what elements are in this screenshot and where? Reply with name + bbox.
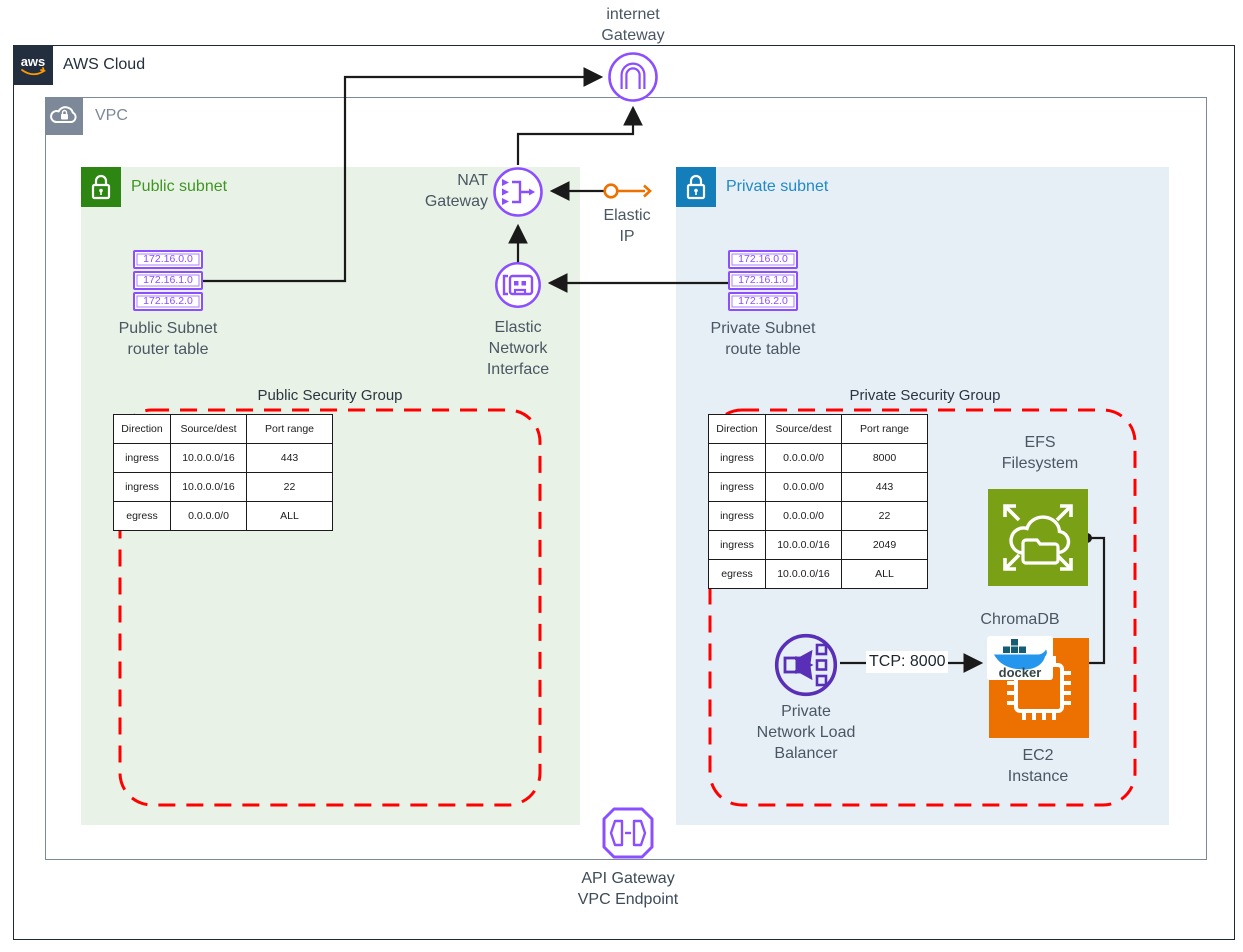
sg-rule-cell: ALL — [841, 559, 928, 589]
elastic-network-interface-label: Elastic Network Interface — [486, 319, 550, 378]
sg-rule-cell: 10.0.0.0/16 — [170, 472, 247, 502]
route-entry: 172.16.2.0 — [728, 292, 798, 311]
sg-col-header: Source/dest — [765, 414, 842, 444]
sg-rule-cell: egress — [113, 501, 171, 531]
sg-col-header: Direction — [113, 414, 171, 444]
internet-gateway-label: internet Gateway — [601, 6, 665, 44]
elastic-network-interface-icon — [494, 261, 542, 309]
public-security-group-title: Public Security Group — [257, 387, 403, 404]
route-entry: 172.16.0.0 — [133, 250, 203, 269]
sg-rule-cell: ingress — [708, 472, 766, 502]
ec2-instance-label: EC2 Instance — [1007, 747, 1069, 785]
public-subnet-lock-icon — [81, 167, 121, 207]
sg-rule-cell: 0.0.0.0/0 — [765, 501, 842, 531]
elastic-ip-icon — [600, 180, 652, 202]
sg-rule-cell: ingress — [708, 530, 766, 560]
sg-rule-cell: 2049 — [841, 530, 928, 560]
sg-rule-cell: 0.0.0.0/0 — [765, 443, 842, 473]
aws-logo-icon: aws — [13, 45, 53, 85]
sg-col-header: Port range — [246, 414, 333, 444]
private-subnet-label: Private subnet — [726, 178, 829, 195]
private-route-table-label: Private Subnet route table — [710, 320, 816, 358]
elastic-ip-label: Elastic IP — [603, 207, 651, 245]
sg-rule-cell: 443 — [841, 472, 928, 502]
sg-rule-cell: 0.0.0.0/0 — [765, 472, 842, 502]
vpc-icon — [45, 97, 83, 135]
sg-rule-cell: 0.0.0.0/0 — [170, 501, 247, 531]
sg-rule-cell: ALL — [246, 501, 333, 531]
private-network-load-balancer-label: Private Network Load Balancer — [756, 703, 856, 762]
sg-rule-cell: 22 — [841, 501, 928, 531]
sg-rule-cell: 10.0.0.0/16 — [765, 559, 842, 589]
sg-col-header: Source/dest — [170, 414, 247, 444]
sg-rule-cell: ingress — [708, 443, 766, 473]
private-security-group-title: Private Security Group — [849, 387, 1001, 404]
sg-rule-cell: egress — [708, 559, 766, 589]
sg-rule-cell: 443 — [246, 443, 333, 473]
sg-rule-cell: ingress — [113, 443, 171, 473]
public-route-table: 172.16.0.0 172.16.1.0 172.16.2.0 — [133, 250, 203, 313]
aws-cloud-label: AWS Cloud — [63, 56, 146, 73]
sg-rule-cell: 22 — [246, 472, 333, 502]
efs-label: EFS Filesystem — [1001, 434, 1079, 472]
public-route-table-label: Public Subnet router table — [118, 320, 218, 358]
public-subnet-label: Public subnet — [131, 178, 228, 195]
aws-logo-text: aws — [21, 54, 46, 69]
route-entry: 172.16.1.0 — [728, 271, 798, 290]
sg-col-header: Direction — [708, 414, 766, 444]
sg-rule-cell: 10.0.0.0/16 — [765, 530, 842, 560]
api-gateway-vpc-endpoint-label: API Gateway VPC Endpoint — [577, 870, 679, 908]
efs-filesystem-icon — [988, 489, 1088, 586]
api-gateway-vpc-endpoint-icon — [602, 807, 654, 859]
route-entry: 172.16.2.0 — [133, 292, 203, 311]
sg-rule-cell: ingress — [113, 472, 171, 502]
route-entry: 172.16.0.0 — [728, 250, 798, 269]
docker-text: docker — [999, 665, 1042, 680]
sg-rule-cell: ingress — [708, 501, 766, 531]
internet-gateway-icon — [607, 51, 659, 103]
private-route-table: 172.16.0.0 172.16.1.0 172.16.2.0 — [728, 250, 798, 313]
nat-gateway-icon — [492, 166, 544, 218]
sg-rule-cell: 8000 — [841, 443, 928, 473]
docker-logo-icon: docker — [987, 636, 1053, 680]
chromadb-label: ChromaDB — [980, 611, 1060, 628]
sg-col-header: Port range — [841, 414, 928, 444]
private-network-load-balancer-icon — [773, 632, 839, 698]
route-entry: 172.16.1.0 — [133, 271, 203, 290]
tcp-port-label: TCP: 8000 — [866, 651, 949, 673]
sg-rule-cell: 10.0.0.0/16 — [170, 443, 247, 473]
nat-gateway-label: NAT Gateway — [424, 172, 488, 210]
vpc-label: VPC — [95, 107, 128, 124]
private-subnet-lock-icon — [676, 167, 716, 207]
